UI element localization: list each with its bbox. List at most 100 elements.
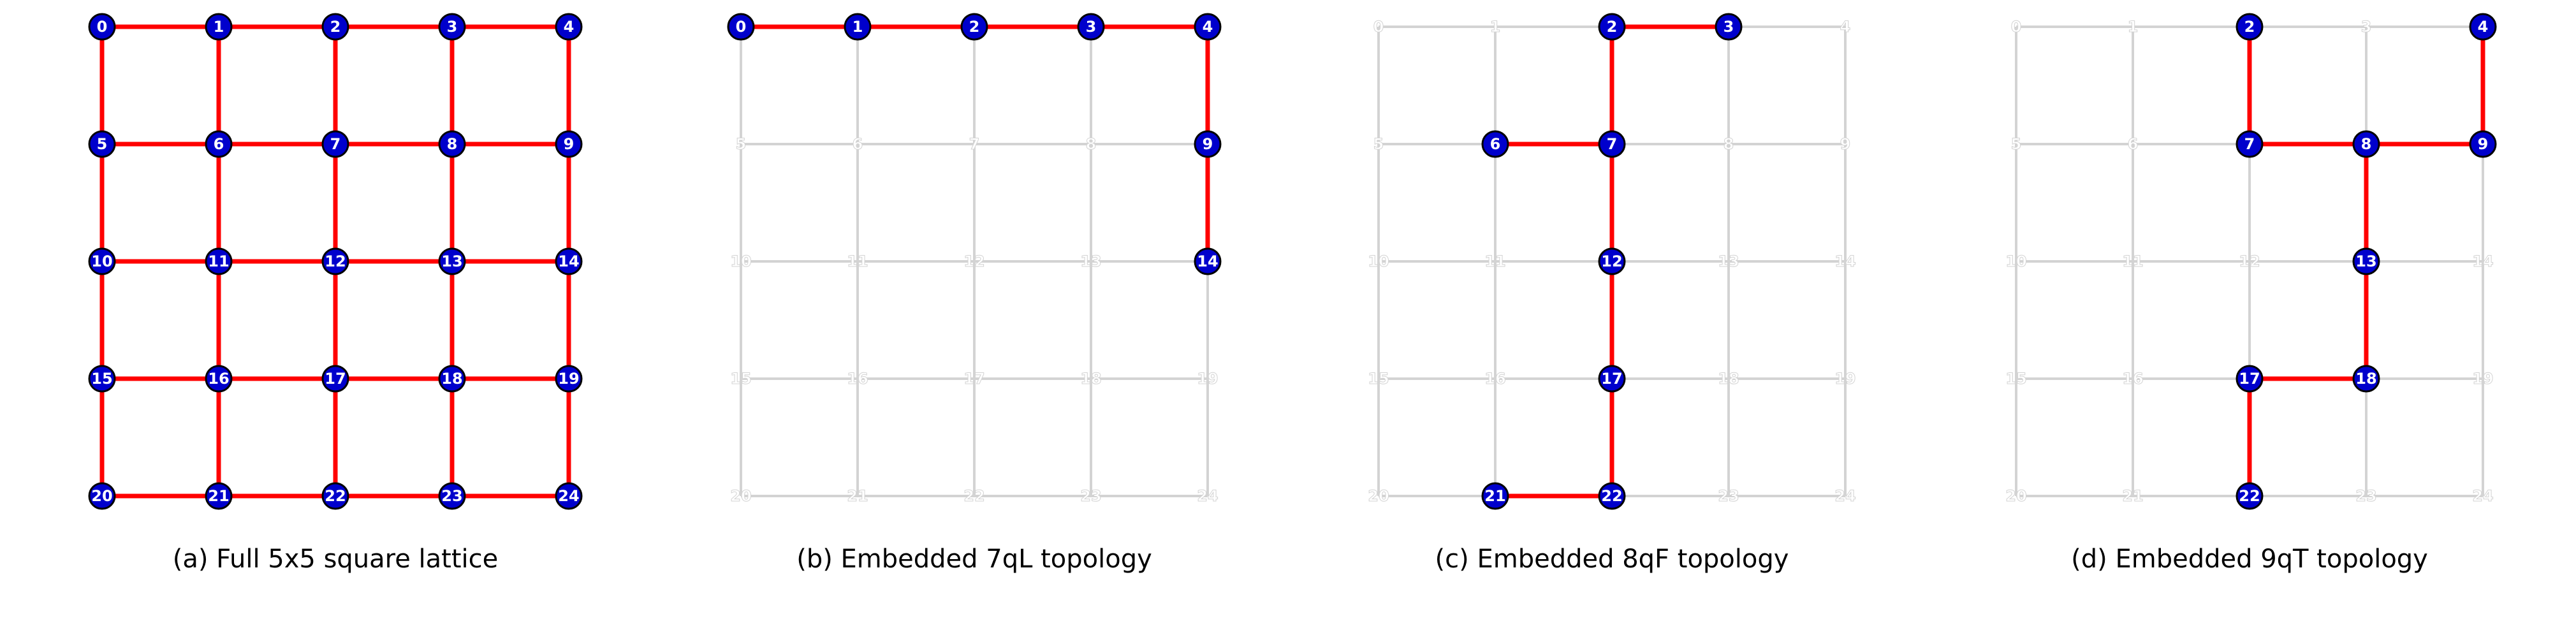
node-circle	[1598, 247, 1626, 275]
node-label: 4	[2478, 18, 2489, 36]
node-inactive-11: 11	[1484, 252, 1506, 271]
node-active-16: 16	[205, 365, 233, 393]
node-active-15: 15	[88, 365, 116, 393]
node-inactive-18: 18	[1718, 370, 1739, 388]
node-active-19: 19	[555, 365, 583, 393]
node-inactive-12: 12	[2239, 252, 2260, 271]
node-label: 1	[2128, 18, 2139, 36]
node-circle	[727, 13, 755, 41]
node-circle	[1077, 13, 1105, 41]
node-inactive-20: 20	[730, 487, 752, 506]
node-inactive-14: 14	[1834, 252, 1856, 271]
node-label: 7	[1607, 135, 1618, 153]
node-label: 19	[1197, 370, 1218, 388]
node-label: 8	[1086, 135, 1097, 153]
node-label: 19	[2472, 370, 2493, 388]
node-circle	[1194, 13, 1222, 41]
node-label: 10	[730, 252, 751, 270]
node-inactive-23: 23	[1080, 487, 1102, 506]
node-inactive-1: 1	[1489, 18, 1501, 36]
node-inactive-19: 19	[2472, 370, 2494, 388]
node-label: 16	[1484, 370, 1505, 388]
node-label: 20	[730, 487, 751, 505]
panel-caption: (c) Embedded 8qF topology	[1435, 544, 1789, 574]
node-circle	[438, 130, 466, 158]
node-circle	[555, 482, 583, 510]
node-label: 1	[853, 18, 863, 36]
node-label: 9	[2478, 135, 2489, 153]
node-label: 9	[1203, 135, 1213, 153]
node-active-12: 12	[321, 247, 349, 275]
node-label: 7	[2244, 135, 2255, 153]
node-label: 23	[1718, 487, 1739, 505]
node-circle	[321, 13, 349, 41]
node-inactive-17: 17	[963, 370, 985, 388]
node-label: 14	[558, 252, 579, 270]
node-circle	[2352, 365, 2380, 393]
node-circle	[205, 247, 233, 275]
node-label: 18	[1718, 370, 1739, 388]
node-circle	[2236, 130, 2264, 158]
node-circle	[1598, 365, 1626, 393]
node-active-17: 17	[1598, 365, 1626, 393]
node-label: 7	[969, 135, 980, 153]
node-circle	[438, 13, 466, 41]
node-label: 6	[2128, 135, 2139, 153]
node-active-17: 17	[321, 365, 349, 393]
node-label: 22	[325, 487, 346, 505]
node-label: 19	[1834, 370, 1855, 388]
node-label: 14	[1197, 252, 1218, 270]
node-label: 16	[847, 370, 868, 388]
node-active-6: 6	[205, 130, 233, 158]
node-active-22: 22	[321, 482, 349, 510]
node-circle	[2236, 482, 2264, 510]
node-label: 21	[2122, 487, 2143, 505]
node-active-24: 24	[555, 482, 583, 510]
node-label: 11	[847, 252, 868, 270]
node-label: 22	[1601, 487, 1622, 505]
node-inactive-10: 10	[730, 252, 752, 271]
node-label: 17	[1601, 370, 1622, 388]
node-label: 8	[1723, 135, 1734, 153]
node-label: 24	[2472, 487, 2493, 505]
node-circle	[555, 247, 583, 275]
node-inactive-14: 14	[2472, 252, 2494, 271]
node-inactive-24: 24	[1834, 487, 1856, 506]
node-active-10: 10	[88, 247, 116, 275]
node-inactive-5: 5	[735, 135, 747, 154]
node-active-0: 0	[88, 13, 116, 41]
node-label: 12	[1601, 252, 1622, 270]
node-label: 15	[730, 370, 751, 388]
node-inactive-5: 5	[2010, 135, 2022, 154]
node-label: 14	[1834, 252, 1855, 270]
node-inactive-4: 4	[1840, 18, 1851, 36]
node-circle	[321, 130, 349, 158]
panel-caption: (b) Embedded 7qL topology	[796, 544, 1152, 574]
node-active-9: 9	[1194, 130, 1222, 158]
node-label: 14	[2472, 252, 2493, 270]
node-circle	[1598, 13, 1626, 41]
node-label: 2	[2244, 18, 2255, 36]
node-active-3: 3	[1077, 13, 1105, 41]
node-label: 23	[2355, 487, 2376, 505]
node-circle	[2236, 13, 2264, 41]
node-inactive-23: 23	[2355, 487, 2377, 506]
node-inactive-7: 7	[969, 135, 980, 154]
node-active-17: 17	[2236, 365, 2264, 393]
node-label: 24	[558, 487, 579, 505]
node-label: 0	[2011, 18, 2022, 36]
node-circle	[844, 13, 872, 41]
node-label: 3	[2361, 18, 2372, 36]
node-circle	[1715, 13, 1743, 41]
node-active-9: 9	[2469, 130, 2497, 158]
node-label: 24	[1834, 487, 1855, 505]
node-active-13: 13	[438, 247, 466, 275]
node-active-20: 20	[88, 482, 116, 510]
node-label: 18	[441, 370, 462, 388]
node-label: 5	[1373, 135, 1384, 153]
node-inactive-11: 11	[847, 252, 868, 271]
node-inactive-19: 19	[1197, 370, 1218, 388]
node-inactive-15: 15	[1368, 370, 1389, 388]
